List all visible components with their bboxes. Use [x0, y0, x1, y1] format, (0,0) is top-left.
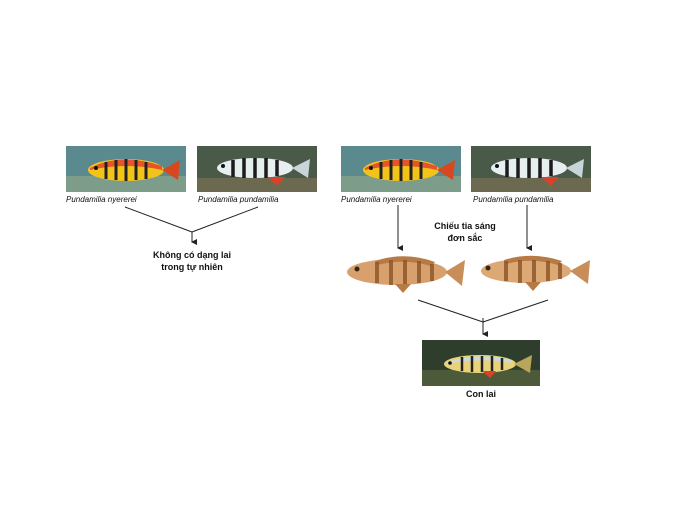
no-hybrid-label: Không có dạng lai trong tự nhiên	[122, 249, 262, 273]
monochromatic-light-label: Chiếu tia sáng đơn sắc	[420, 220, 510, 244]
nyererei-photo-left	[66, 146, 186, 192]
light-line2: đơn sắc	[447, 233, 483, 243]
no-hybrid-line1: Không có dạng lai	[153, 250, 231, 260]
left-merge-line-a	[124, 206, 193, 233]
right-merge-line-a	[417, 299, 484, 323]
pundamilia-fish-right	[491, 158, 584, 186]
pundamilia-fish	[217, 158, 310, 186]
caption-pundamilia-left: Pundamilia pundamilia	[198, 195, 279, 204]
nyererei-fish	[88, 159, 180, 181]
hybrid-photo	[422, 340, 540, 386]
mono-fish-b	[481, 255, 590, 291]
caption-nyererei-left: Pundamilia nyererei	[66, 195, 137, 204]
mono-fish-a	[347, 256, 465, 293]
caption-nyererei-right: Pundamilia nyererei	[341, 195, 412, 204]
hybrid-label: Con lai	[465, 389, 496, 399]
left-merge-line-b	[191, 206, 259, 233]
nyererei-photo-right	[341, 146, 461, 192]
pundamilia-photo-left	[197, 146, 317, 192]
right-merge-line-b	[482, 299, 549, 323]
pundamilia-photo-right	[471, 146, 591, 192]
nyererei-fish-right	[363, 159, 455, 181]
light-line1: Chiếu tia sáng	[434, 221, 496, 231]
hybrid-fish	[444, 355, 532, 378]
no-hybrid-line2: trong tự nhiên	[161, 262, 223, 272]
caption-pundamilia-right: Pundamilia pundamilia	[473, 195, 554, 204]
